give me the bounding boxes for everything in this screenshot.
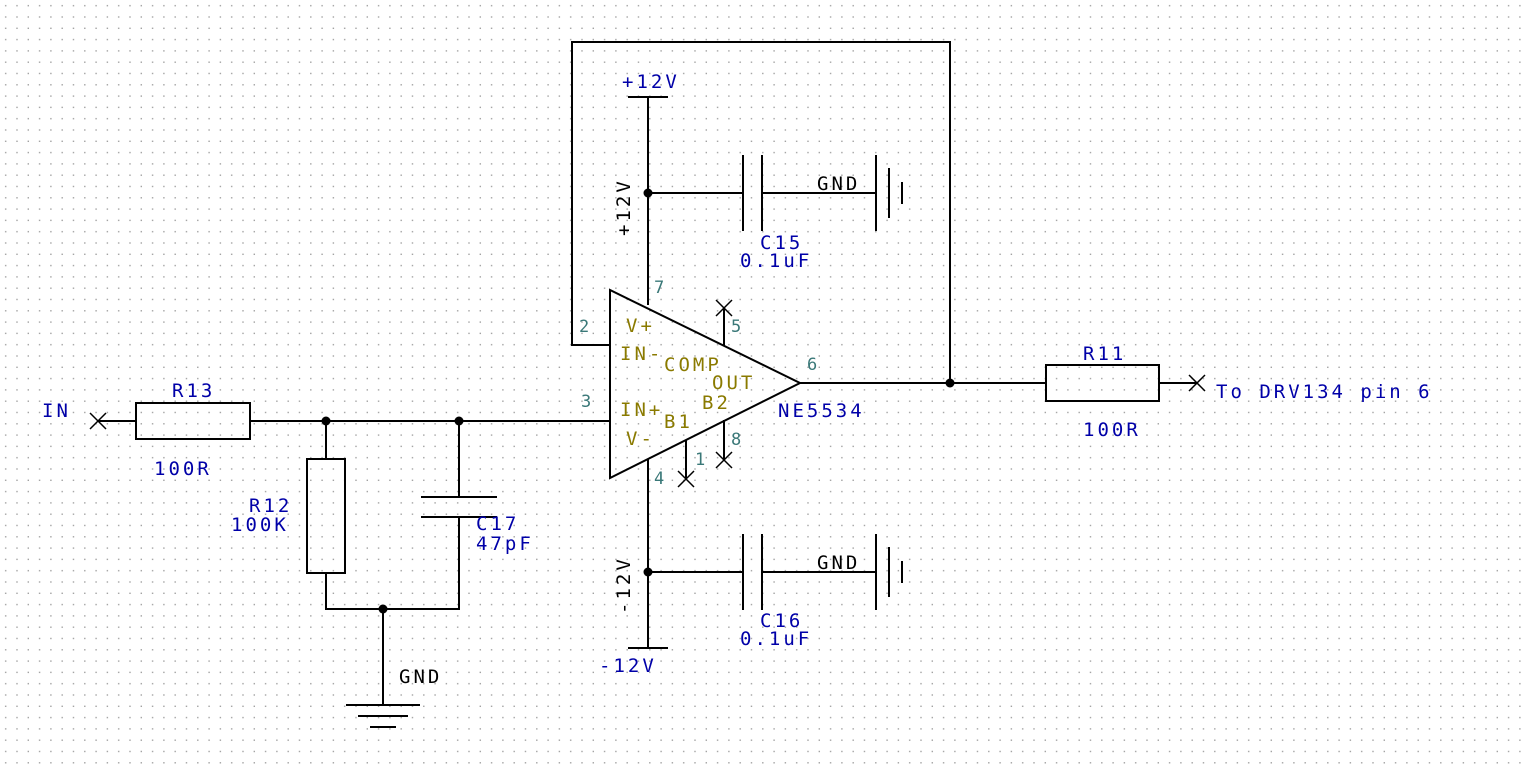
label-r13-value: 100R	[154, 458, 212, 480]
junction-dot	[945, 378, 955, 388]
label-r11-ref: R11	[1083, 343, 1126, 365]
resistor-r13	[135, 402, 251, 440]
opamp-pin-numbers: 7 2 5 6 3 8 1 4	[579, 278, 817, 489]
net-label-out: To DRV134 pin 6	[1216, 381, 1433, 403]
ground-symbol-c15	[875, 155, 903, 231]
pin-number-1: 1	[695, 450, 705, 470]
net-label-vcc-top: +12V	[622, 71, 680, 93]
label-c16-value: 0.1uF	[740, 628, 812, 650]
capacitor-c15	[742, 155, 763, 231]
label-r11-value: 100R	[1083, 419, 1141, 441]
junction-dot	[454, 416, 464, 426]
pin-number-3: 3	[581, 392, 591, 412]
label-c16-ref: C16	[760, 610, 803, 632]
junctions	[321, 188, 955, 614]
label-r12-ref: R12	[249, 495, 292, 517]
opamp-ne5534	[609, 288, 803, 480]
no-connect-pin1	[677, 470, 695, 488]
net-label-vcc-vertical: +12V	[613, 178, 635, 236]
wires	[97, 41, 1198, 706]
junction-dot	[643, 567, 653, 577]
net-labels: IN To DRV134 pin 6 +12V -12V GND GND GND…	[42, 71, 1433, 688]
no-connect-pin8	[715, 451, 733, 469]
pin-name-comp: COMP	[664, 354, 722, 376]
label-r12-value: 100K	[231, 514, 289, 536]
ground-symbol-main	[346, 704, 420, 728]
pin-name-b1: B1	[664, 411, 693, 433]
pin-number-2: 2	[579, 317, 589, 337]
pin-number-8: 8	[731, 430, 741, 450]
pin-name-out: OUT	[712, 372, 755, 394]
label-opamp-part: NE5534	[778, 400, 865, 422]
pin-name-b2: B2	[702, 392, 731, 414]
ground-symbol-c16	[875, 534, 903, 610]
no-connect-markers	[89, 299, 1206, 488]
net-label-vee-bottom: -12V	[599, 655, 657, 677]
net-label-gnd-c16: GND	[817, 552, 860, 574]
label-r13-ref: R13	[172, 380, 215, 402]
capacitor-c16	[742, 534, 763, 610]
junction-dot	[643, 188, 653, 198]
junction-dot	[378, 604, 388, 614]
label-c17-ref: C17	[476, 513, 519, 535]
pin-name-in-minus: IN-	[620, 343, 663, 365]
pin-number-6: 6	[807, 355, 817, 375]
label-c15-ref: C15	[760, 232, 803, 254]
net-label-vee-vertical: -12V	[613, 556, 635, 614]
resistor-r12	[306, 458, 346, 574]
junction-dot	[321, 416, 331, 426]
pin-name-in-plus: IN+	[620, 399, 663, 421]
pin-name-vminus: V-	[626, 428, 655, 450]
capacitor-c17	[421, 496, 497, 518]
net-label-gnd-c15: GND	[817, 173, 860, 195]
pin-number-5: 5	[731, 317, 741, 337]
net-label-in: IN	[42, 400, 71, 422]
pin-number-4: 4	[654, 469, 664, 489]
no-connect-out	[1188, 374, 1206, 392]
opamp-pin-names: V+ IN- COMP OUT B2 IN+ B1 V-	[620, 315, 755, 450]
label-c17-value: 47pF	[476, 533, 534, 555]
net-label-gnd-main: GND	[399, 666, 442, 688]
no-connect-in	[89, 412, 107, 430]
pin-name-vplus: V+	[626, 315, 655, 337]
no-connect-pin5	[715, 299, 733, 317]
resistor-r11	[1045, 364, 1160, 402]
pin-number-7: 7	[654, 278, 664, 298]
label-c15-value: 0.1uF	[740, 250, 812, 272]
component-labels: R13 100R R12 100K C17 47pF C15 0.1uF C16…	[154, 232, 1141, 650]
